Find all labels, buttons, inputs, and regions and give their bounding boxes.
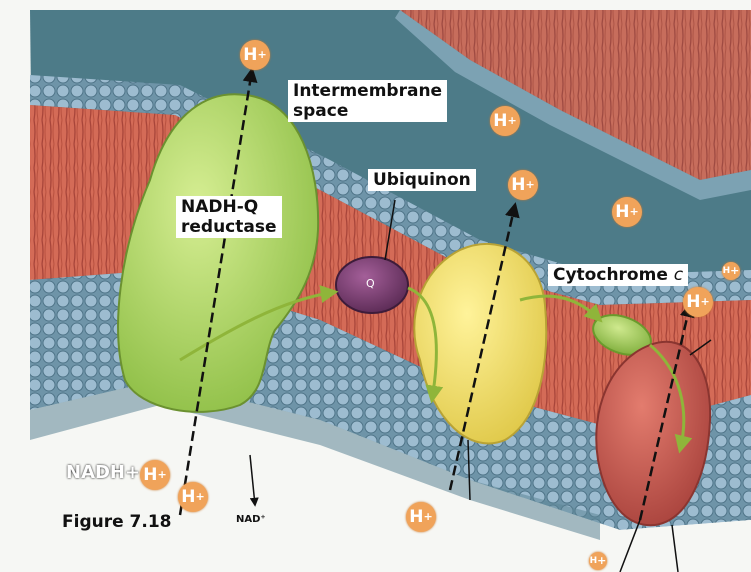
nad-label: NAD⁺ bbox=[236, 514, 266, 525]
proton-10: H+ bbox=[589, 552, 607, 570]
cytochrome-c-italic: c bbox=[674, 265, 683, 285]
intermembrane-space-label: Intermembrane space bbox=[288, 80, 447, 122]
proton-1: H+ bbox=[240, 40, 270, 70]
proton-8: H+ bbox=[178, 482, 208, 512]
proton-3: H+ bbox=[508, 170, 538, 200]
proton-2: H+ bbox=[490, 106, 520, 136]
intermembrane-space-line-1: Intermembrane bbox=[293, 81, 442, 101]
figure-caption: Figure 7.18 bbox=[62, 512, 172, 532]
proton-9: H+ bbox=[406, 502, 436, 532]
nadh-q-reductase-label: NADH-Q reductase bbox=[176, 196, 282, 238]
ubiquinone-q-label: Q bbox=[366, 277, 375, 290]
proton-4: H+ bbox=[612, 197, 642, 227]
nadh-q-reductase-line-1: NADH-Q bbox=[181, 197, 277, 217]
nadh-q-reductase-line-2: reductase bbox=[181, 217, 277, 237]
nadh-label: NADH+ bbox=[66, 462, 140, 483]
cytochrome-c-text: Cytochrome bbox=[553, 265, 668, 285]
cytochrome-c-label: Cytochrome c bbox=[548, 264, 688, 286]
ubiquinon-label: Ubiquinon bbox=[368, 169, 476, 191]
proton-6: H+ bbox=[683, 287, 713, 317]
proton-5: H+ bbox=[722, 262, 740, 280]
intermembrane-space-line-2: space bbox=[293, 101, 442, 121]
proton-7: H+ bbox=[140, 460, 170, 490]
